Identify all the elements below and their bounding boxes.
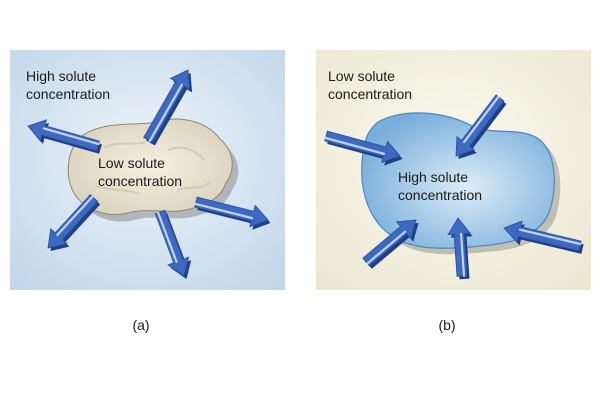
- panel-b-arrow-2-highlight: [462, 95, 500, 144]
- panel-b: Low solute concentration High solute con…: [316, 50, 591, 333]
- panel-a-arrow-3: [47, 194, 101, 251]
- panel-a-arrow-2: [27, 119, 102, 154]
- panel-a: High solute concentration Low solute con…: [10, 50, 285, 333]
- panel-b-outside-label: Low solute concentration: [328, 68, 412, 102]
- panel-b-arrow-2: [455, 94, 507, 159]
- panel-a-cell-label: Low solute concentration: [98, 155, 182, 189]
- panel-a-cell-texture: [95, 141, 211, 195]
- panel-b-arrow-5: [503, 220, 584, 254]
- panel-b-cell-label-line2: concentration: [398, 187, 482, 203]
- panel-a-arrow-1: [143, 69, 193, 146]
- panel-a-arrow-4-highlight: [157, 211, 178, 263]
- panel-a-arrow-3-highlight: [56, 195, 94, 236]
- panel-b-arrow-4-body: [447, 217, 471, 277]
- panel-b-arrow-2-body: [455, 94, 505, 157]
- panel-b-outside-label-line1: Low solute: [328, 68, 395, 84]
- panel-b-arrow-1: [324, 130, 403, 166]
- panel-a-outside-label-line1: High solute: [26, 68, 96, 84]
- panel-b-arrow-1-highlight: [324, 136, 386, 155]
- panel-a-arrows: [27, 69, 271, 279]
- panel-a-arrow-5-highlight: [194, 202, 254, 220]
- panel-b-arrow-3-body: [362, 219, 417, 267]
- panel-b-arrows: [324, 94, 584, 280]
- panel-b-arrow-4-highlight: [459, 232, 466, 277]
- panel-a-arrow-1-body: [143, 69, 191, 144]
- panel-a-arrow-5: [194, 196, 271, 230]
- panel-a-cell-label-line1: Low solute: [98, 155, 165, 171]
- panel-b-caption: (b): [438, 317, 455, 333]
- panel-b-arrow-5-highlight: [518, 228, 582, 246]
- panel-b-arrow-3: [362, 219, 419, 269]
- panel-a-outside-label-line2: concentration: [26, 86, 110, 102]
- panel-a-cell-label-line2: concentration: [98, 173, 182, 189]
- panel-b-arrow-4: [447, 217, 473, 280]
- panel-a-caption: (a): [132, 317, 149, 333]
- panel-a-arrow-2-highlight: [42, 127, 100, 146]
- panel-b-arrow-3-highlight: [366, 230, 407, 265]
- panel-b-cell-label: High solute concentration: [398, 169, 482, 203]
- panel-a-arrow-2-body: [27, 119, 100, 152]
- panel-a-arrow-1-highlight: [148, 83, 183, 143]
- panel-b-cell-label-line1: High solute: [398, 169, 468, 185]
- panel-a-arrow-3-body: [47, 194, 99, 249]
- panel-a-outside-label: High solute concentration: [26, 68, 110, 102]
- panel-b-outside-label-line2: concentration: [328, 86, 412, 102]
- panel-a-arrow-4: [154, 209, 192, 279]
